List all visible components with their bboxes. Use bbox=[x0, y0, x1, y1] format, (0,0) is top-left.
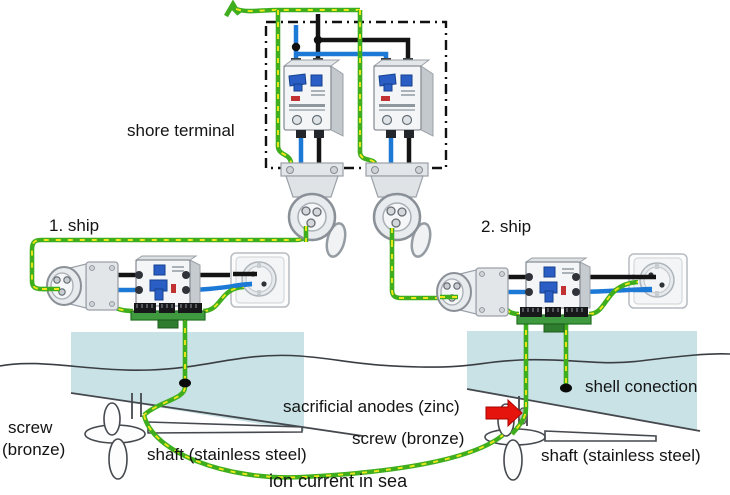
shore-rcd-breaker-2 bbox=[373, 57, 434, 139]
screw-bronze-left-label-line1: screw bbox=[8, 418, 53, 437]
shaft-left-label: shaft (stainless steel) bbox=[147, 445, 307, 464]
shore-rcd-breaker-1 bbox=[283, 57, 344, 139]
shaft-right-label: shaft (stainless steel) bbox=[541, 446, 701, 465]
ship1-propeller-shaft bbox=[70, 392, 364, 480]
ship2-label: 2. ship bbox=[481, 217, 532, 236]
wire-terminations bbox=[42, 226, 656, 297]
ground-wires bbox=[32, 0, 638, 434]
shore-socket-1 bbox=[279, 161, 351, 261]
neutral-junction-dot bbox=[291, 42, 301, 52]
shore-socket-2 bbox=[364, 161, 436, 261]
ship1-wall-outlet bbox=[230, 252, 290, 308]
ship1-shore-inlet-plug bbox=[46, 261, 119, 311]
ship1-shell-connection-dot bbox=[179, 378, 191, 388]
ship1-label: 1. ship bbox=[49, 216, 100, 235]
ship2-shell-connection-dot bbox=[560, 383, 572, 393]
sacrificial-anodes-label: sacrificial anodes (zinc) bbox=[283, 397, 460, 416]
sea-waterline bbox=[0, 353, 730, 371]
ship1-rcd-breaker bbox=[134, 255, 201, 307]
anode-pointer-arrow bbox=[485, 398, 523, 428]
ion-current-label: ion current in sea bbox=[269, 471, 408, 491]
shell-connection-label: shell conection bbox=[585, 377, 698, 396]
ship2-shore-inlet-plug bbox=[436, 267, 509, 317]
live-junction-dot bbox=[313, 35, 323, 45]
shore-terminal-box bbox=[264, 20, 448, 170]
screw-bronze-left-label-line2: (bronze) bbox=[2, 440, 66, 459]
ship1-ground-terminal-strip bbox=[130, 302, 206, 329]
shore-terminal-label: shore terminal bbox=[127, 121, 235, 140]
ship2-rcd-breaker bbox=[524, 257, 591, 309]
screw-bronze-right-label: screw (bronze) bbox=[352, 429, 465, 448]
